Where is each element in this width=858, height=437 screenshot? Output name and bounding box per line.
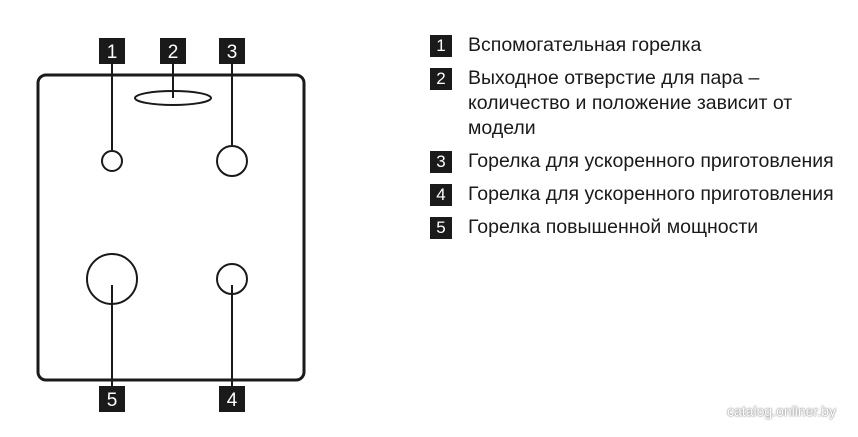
marker-5-label: 5 [107,390,118,411]
legend-text: Горелка для ускоренного приготовления [468,150,834,172]
legend-number: 2 [430,68,452,90]
legend-text: Горелка для ускоренного приготовления [468,183,834,205]
hob-diagram: 1 2 3 5 4 [36,38,306,412]
hob-outline [36,73,306,382]
watermark: catalog.onliner.by [727,403,836,419]
marker-1-label: 1 [107,42,118,63]
marker-2-label: 2 [168,42,179,63]
legend-item: 4 Горелка для ускоренного приготовления [430,182,840,207]
marker-5: 5 [99,386,125,412]
marker-1: 1 [99,38,125,64]
marker-3-label: 3 [227,42,238,63]
legend-number: 4 [430,184,452,206]
legend-number: 3 [430,151,452,173]
legend: 1 Вспомогательная горелка 2 Выходное отв… [430,33,840,248]
marker-4-label: 4 [227,390,238,411]
legend-item: 1 Вспомогательная горелка [430,33,840,58]
legend-item: 2 Выходное отверстие для пара – количест… [430,66,840,141]
legend-item: 3 Горелка для ускоренного приготовления [430,149,840,174]
legend-item: 5 Горелка повышенной мощности [430,215,840,240]
legend-number: 1 [430,35,452,57]
marker-2: 2 [160,38,186,64]
marker-4: 4 [219,386,245,412]
legend-number: 5 [430,217,452,239]
marker-3: 3 [219,38,245,64]
legend-text: Горелка повышенной мощности [468,216,759,238]
burner-auxiliary [101,150,123,172]
burner-rapid-top [216,145,248,177]
legend-text: Вспомогательная горелка [468,34,702,56]
legend-text: Выходное отверстие для пара – количество… [468,67,793,139]
